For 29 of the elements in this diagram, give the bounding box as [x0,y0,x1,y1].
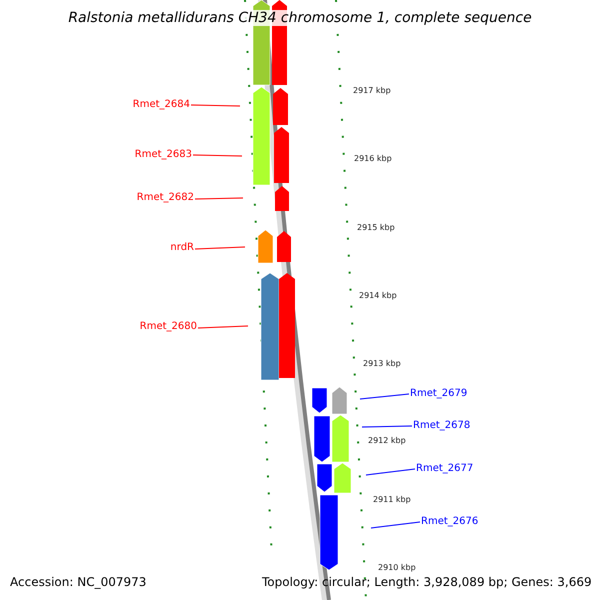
gene-label: Rmet_2676 [421,516,478,527]
leader-line [370,522,420,528]
scale-label: 2917 kbp [353,86,391,95]
gene-label: Rmet_2677 [416,463,474,474]
scale-label: 2911 kbp [373,495,411,504]
scale-label: 2916 kbp [354,154,392,163]
leader-line [192,154,242,156]
scale-label: 2914 kbp [359,291,397,300]
footer-text: Topology: circular; Length: 3,928,089 bp; Genes: 3,669 [262,575,592,589]
scale-label: 2915 kbp [357,223,395,232]
leader-line [194,198,244,200]
gene-label: Rmet_2682 [136,192,194,203]
gene-label: Rmet_2684 [132,99,190,110]
leader-line [198,326,248,328]
leader-line [362,426,412,428]
scale-label: 2912 kbp [368,436,406,445]
gene-label: nrdR [170,242,194,253]
leader-line [366,468,416,476]
footer-text: Accession: NC_007973 [10,575,146,589]
leader-line [190,104,240,106]
gene-label: Rmet_2678 [413,420,470,431]
leader-line [360,394,410,400]
gene-label: Rmet_2683 [134,149,192,160]
scale-label: 2913 kbp [363,359,401,368]
leader-line [194,246,246,250]
gene-label: Rmet_2680 [140,321,197,332]
map-title: Ralstonia metallidurans CH34 chromosome 1, complete sequence [68,10,532,26]
gene-label: Rmet_2679 [410,388,468,399]
scale-label: 2910 kbp [378,563,416,572]
